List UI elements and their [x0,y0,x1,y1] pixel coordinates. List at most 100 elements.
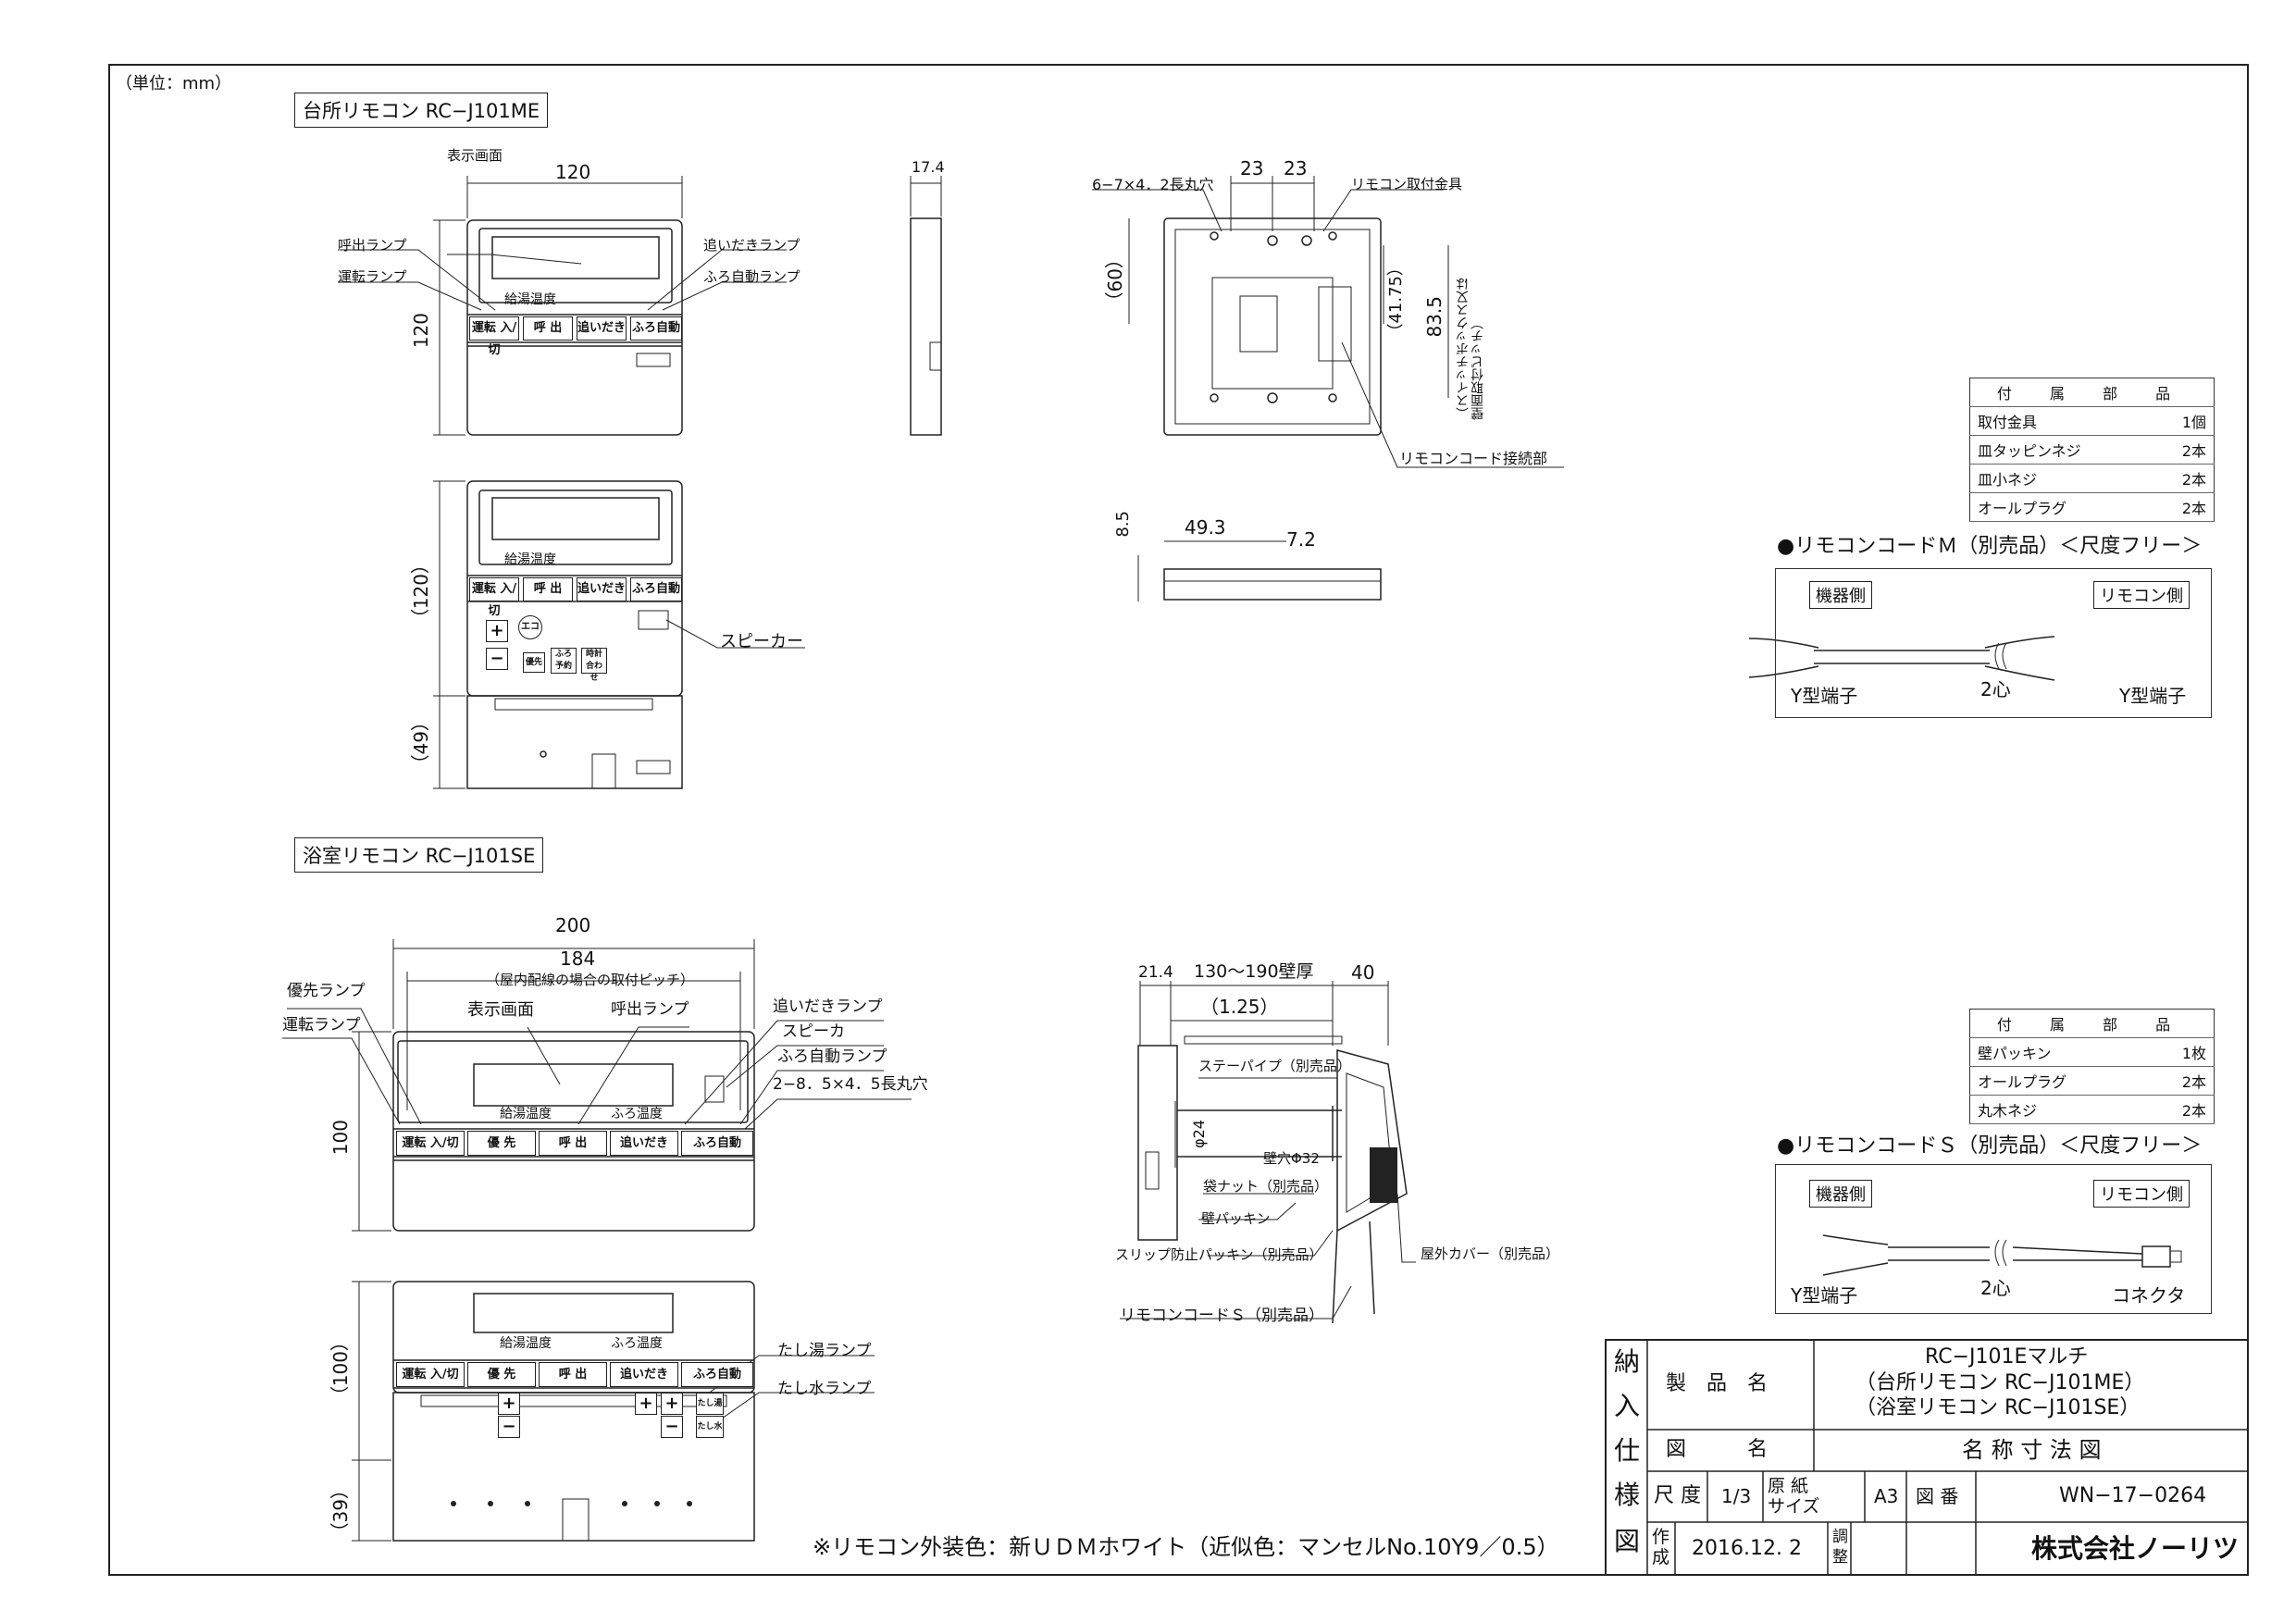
part-qty: 2本 [2153,435,2215,465]
paper-label: 原 紙 サイズ [1768,1476,1820,1517]
bath-lamp-tashiyu: たし湯ランプ [777,1342,872,1360]
part-name: オールプラグ [1969,1066,2147,1096]
part-qty: 2本 [2146,1066,2215,1096]
bracket-dim-60: （60） [1104,250,1126,311]
bath-open-small-text-left: 給湯温度 [500,1336,552,1351]
bath-open-small-text-right: ふろ温度 [611,1336,663,1351]
kitchen-lamp-call: 呼出ランプ [338,237,407,254]
part-qty: 1枚 [2146,1037,2215,1067]
kitchen-plus-icon: + [486,620,508,642]
part-qty: 2本 [2153,492,2215,522]
kitchen-small-text: 給湯温度 [504,292,556,307]
color-note: ※リモコン外装色：新ＵＤＭホワイト（近似色：マンセルNo.10Y9／0.5） [813,1534,1559,1560]
bath-key-call: 呼 出 [539,1131,607,1156]
bath-plus3-icon: + [661,1393,683,1415]
kitchen-lamp-run: 運転ランプ [338,268,407,285]
product-label: 製 品 名 [1666,1372,1769,1395]
wall-cover-label: 屋外カバー（別売品） [1421,1245,1560,1262]
cord-s-right-tag: リモコン側 [2093,1180,2190,1208]
kitchen-dim-width: 120 [555,161,591,183]
kitchen-open-lower: （49） [410,712,432,774]
cord-m-title: ●リモコンコードＭ（別売品）＜尺度フリー＞ [1777,535,2203,558]
bath-display-label: 表示画面 [467,1000,534,1020]
product-line-0: RC−J101Eマルチ [1925,1345,2089,1369]
wall-dim-range: 130〜190壁厚 [1194,961,1314,982]
kitchen-speaker-label: スピーカー [720,632,803,651]
bath-dim-200: 200 [555,914,591,936]
kitchen-key-clock: 時計合わせ [581,648,607,683]
bracket-mount-label: リモコン取付金具 [1351,176,1463,192]
part-qty: 1個 [2153,406,2215,436]
cord-s-right-bottom: コネクタ [2112,1284,2186,1307]
part-name: 壁パッキン [1969,1037,2147,1067]
side-label-1: 入 [1614,1391,1641,1421]
drawing-number: WN−17−0264 [2059,1484,2207,1507]
part-qty: 2本 [2146,1095,2215,1124]
part-name: 取付金具 [1969,406,2153,436]
cord-s-left-tag: 機器側 [1809,1180,1872,1208]
bath-key-priority: 優 先 [467,1131,536,1156]
made-date: 2016.12. 2 [1692,1537,1802,1560]
wall-nut-label: 袋ナット（別売品） [1203,1178,1329,1195]
bath-key-tashimizu: たし水 [696,1416,724,1438]
wall-slip-label: スリップ防止パッキン（別売品） [1115,1246,1323,1263]
bath-key-reheat: 追いだき [610,1131,678,1156]
bath-holes-label: 2−8．5×4．5長丸穴 [773,1075,928,1094]
wall-dim-214: 21.4 [1138,963,1173,982]
kitchen-key-reheat: 追いだき [577,316,627,341]
bracket-holes-label: 6−7×4．2長丸穴 [1092,176,1214,193]
bath-minus-icon: − [498,1416,520,1438]
bracket-dim-85: 8.5 [1113,511,1133,538]
drawing-label: 図 名 [1666,1438,1769,1461]
company-logo: 株式会社ノーリツ [2031,1533,2240,1564]
cord-m-center-bottom: 2心 [1980,678,2011,700]
kitchen-open-height: （120） [410,555,432,628]
kitchen-remote-label: 台所リモコン RC−J101ME [294,93,549,128]
bath-lamp-run: 運転ランプ [282,1016,361,1035]
bath-pitch-note: （屋内配線の場合の取付ピッチ） [486,972,695,988]
cord-m-left-bottom: Y型端子 [1791,685,1858,707]
drawing-name: 名 称 寸 法 図 [1962,1437,2102,1463]
kitchen-key-bath-timer: ふろ予約 [551,648,577,674]
bath-remote-label: 浴室リモコン RC−J101SE [294,837,544,873]
bath-open-key-priority: 優 先 [467,1362,536,1387]
bath-small-text-left: 給湯温度 [500,1107,552,1121]
bracket-dim-835: 83.5 [1423,296,1446,338]
product-line-2: （浴室リモコン RC−J101SE） [1855,1396,2141,1419]
kitchen-open-key-auto: ふろ自動 [630,577,682,601]
bath-parts-header: 付 属 部 品 [1969,1009,2215,1038]
kitchen-lamp-auto: ふろ自動ランプ [703,268,800,285]
wall-pipe-label: ステーパイプ（別売品） [1198,1058,1351,1074]
made-label: 作 成 [1652,1527,1670,1567]
kitchen-lamp-reheat: 追いだきランプ [703,237,800,254]
kitchen-dim-depth: 17.4 [912,158,945,176]
bath-lamp-tashimizu: たし水ランプ [777,1380,872,1398]
cord-s-box [1775,1164,2212,1314]
bath-open-39: （39） [329,1481,352,1542]
cord-m-box [1775,568,2212,718]
bracket-cord-conn-label: リモコンコード接続部 [1399,450,1548,467]
wall-phi24: φ24 [1190,1120,1208,1148]
kitchen-key-run: 運転 入/切 [469,316,519,357]
side-label-4: 図 [1614,1526,1641,1556]
kitchen-key-priority: 優先 [523,652,545,673]
scale-value: 1/3 [1721,1485,1752,1507]
part-name: 丸木ネジ [1969,1095,2147,1124]
product-line-1: （台所リモコン RC−J101ME） [1855,1371,2145,1394]
bracket-dim-23b: 23 [1284,157,1308,180]
bracket-dim-72: 7.2 [1286,528,1316,551]
side-label-3: 様 [1614,1480,1641,1510]
cord-s-center-bottom: 2心 [1980,1277,2011,1299]
cord-m-left-tag: 機器側 [1809,581,1872,609]
bracket-dim-493: 49.3 [1185,516,1226,539]
wall-cord-label: リモコンコードＳ（別売品） [1120,1307,1324,1325]
bath-key-auto: ふろ自動 [681,1131,753,1156]
kitchen-key-call: 呼 出 [523,316,573,341]
kitchen-key-auto: ふろ自動 [630,316,682,341]
